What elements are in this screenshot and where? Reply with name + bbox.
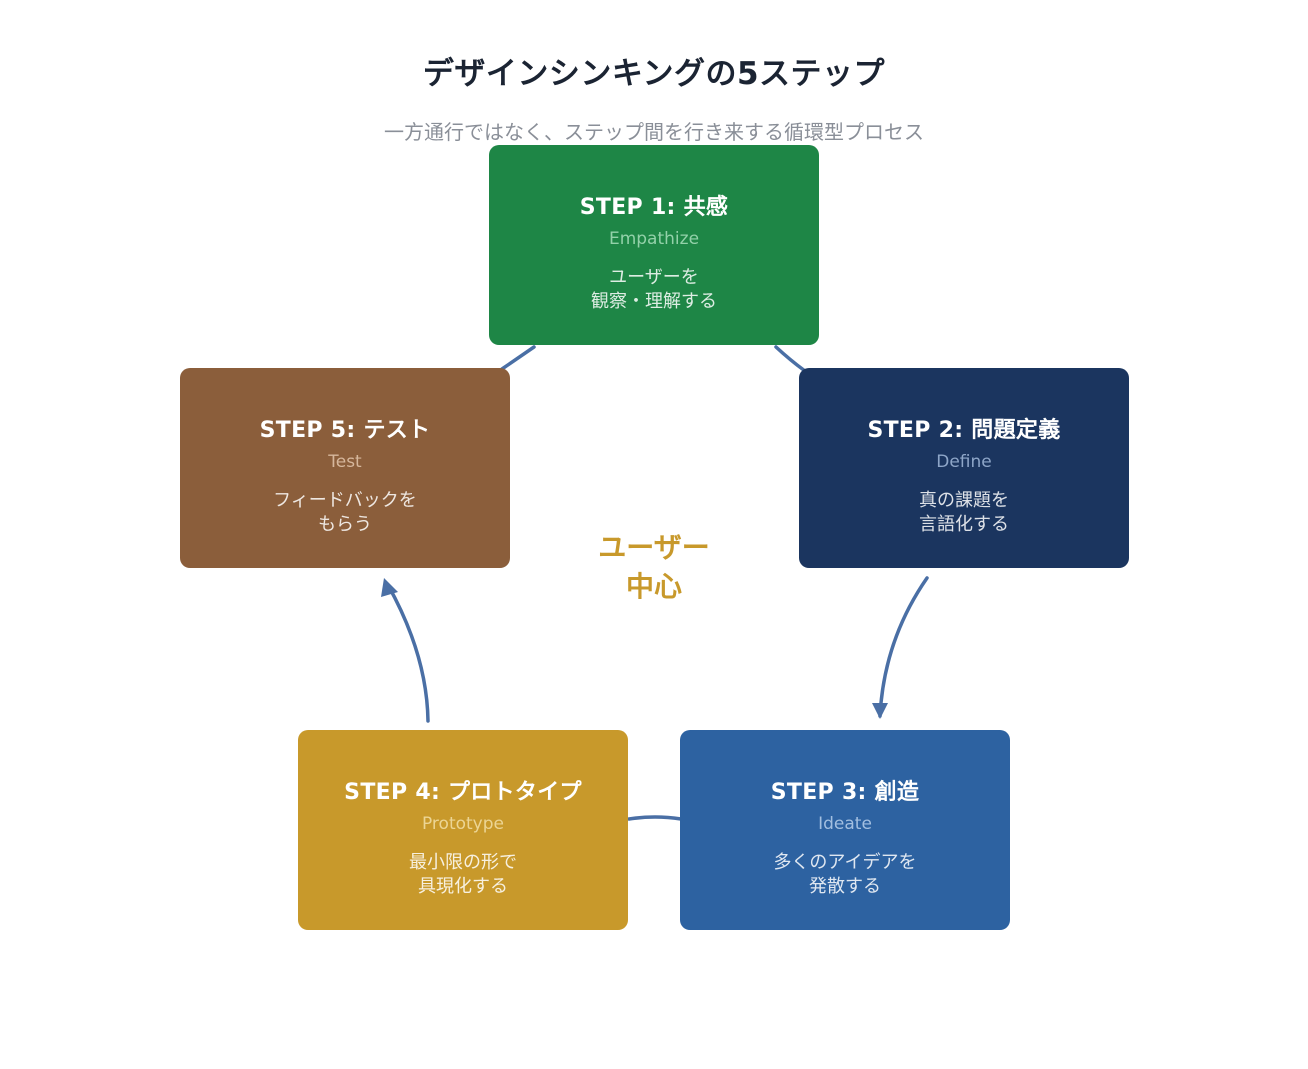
step-description-line: フィードバックを — [273, 490, 417, 511]
step-title: STEP 4: プロトタイプ — [344, 780, 582, 805]
arrow-step4-step5 — [386, 583, 430, 723]
step-english-label: Prototype — [421, 814, 504, 834]
arrowhead-step5 — [381, 578, 398, 597]
step-description: ユーザーを 観察・理解する — [489, 266, 819, 314]
step-title: STEP 1: 共感 — [579, 195, 729, 220]
step-english-label: Empathize — [608, 229, 700, 249]
step-description: 多くのアイデアを 発散する — [680, 851, 1010, 899]
step-box-ideate: STEP 3: 創造 Ideate 多くのアイデアを 発散する — [680, 730, 1010, 930]
step-description-line: 真の課題を — [919, 490, 1009, 511]
step-description-line: 発散する — [809, 876, 881, 897]
connector-step1-step2 — [774, 345, 807, 373]
step-description: 最小限の形で 具現化する — [298, 851, 628, 899]
step-description: フィードバックを もらう — [180, 489, 510, 537]
step-box-define: STEP 2: 問題定義 Define 真の課題を 言語化する — [799, 368, 1129, 568]
step-description-line: 具現化する — [418, 876, 508, 897]
center-label-line: 中心 — [625, 570, 682, 603]
step-title: STEP 3: 創造 — [770, 780, 920, 805]
step-english-label: Test — [328, 452, 362, 472]
step-english-label: Ideate — [818, 814, 872, 834]
diagram-subtitle: 一方通行ではなく、ステップ間を行き来する循環型プロセス — [384, 120, 924, 144]
step-box-prototype: STEP 4: プロトタイプ Prototype 最小限の形で 具現化する — [298, 730, 628, 930]
diagram-title: デザインシンキングの5ステップ — [422, 56, 886, 92]
step-title: STEP 2: 問題定義 — [867, 418, 1061, 443]
step-description-line: 最小限の形で — [409, 852, 517, 873]
arrow-step2-step3 — [878, 576, 929, 718]
step-english-label: Define — [936, 452, 992, 472]
connector-step3-step4 — [627, 815, 683, 821]
center-label-line: ユーザー — [598, 531, 710, 564]
step-title: STEP 5: テスト — [259, 418, 431, 443]
center-label: ユーザー 中心 — [554, 528, 754, 606]
step-description-line: 多くのアイデアを — [773, 852, 917, 873]
step-description-line: 言語化する — [919, 514, 1009, 535]
step-box-test: STEP 5: テスト Test フィードバックを もらう — [180, 368, 510, 568]
step-description-line: もらう — [318, 514, 372, 535]
arrowhead-step3 — [872, 703, 888, 719]
step-description-line: ユーザーを — [609, 267, 699, 288]
step-description: 真の課題を 言語化する — [799, 489, 1129, 537]
step-description-line: 観察・理解する — [591, 291, 717, 312]
connector-step5-step1 — [500, 345, 536, 371]
step-box-empathize: STEP 1: 共感 Empathize ユーザーを 観察・理解する — [489, 145, 819, 345]
